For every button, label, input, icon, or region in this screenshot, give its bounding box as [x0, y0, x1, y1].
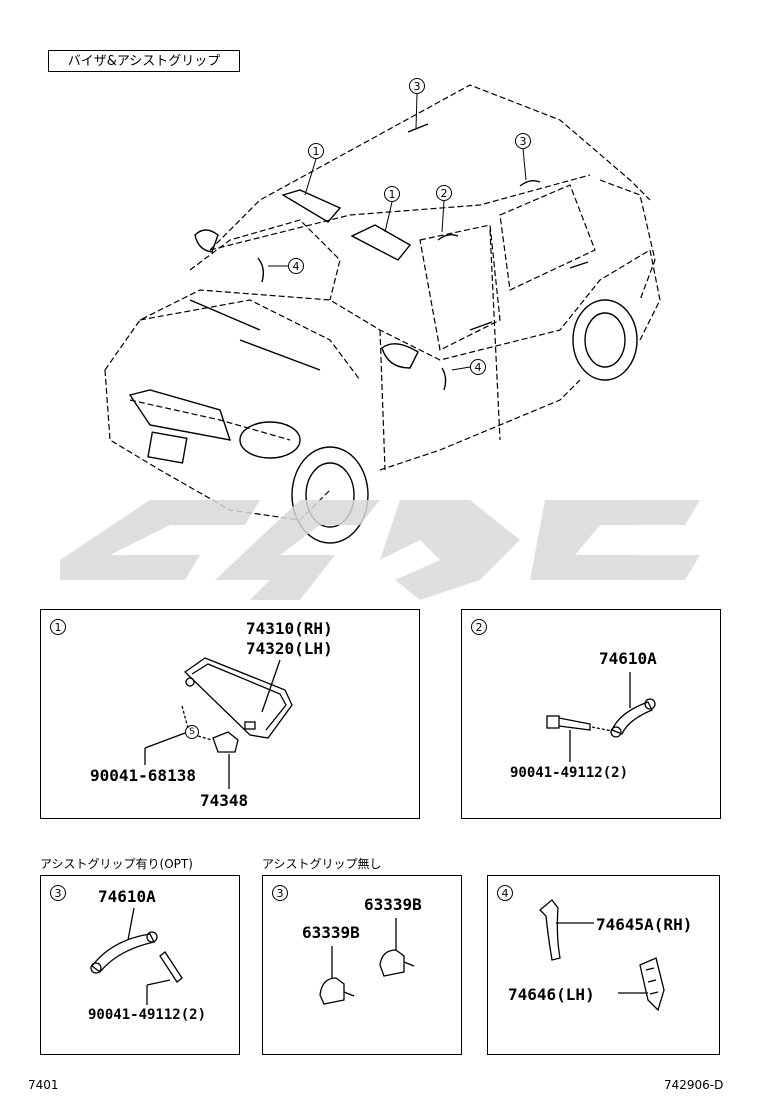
panel-assist-grip [461, 609, 721, 819]
panel-4-index: 4 [497, 885, 513, 901]
callout-4-pillar-lh: 4 [470, 359, 486, 375]
part-74320-lh: 74320(LH) [246, 639, 333, 658]
panel-without-assist-grip [262, 875, 462, 1055]
part-74610a-opt: 74610A [98, 887, 156, 906]
panel-3b-index: 3 [272, 885, 288, 901]
callout-2-front-grip: 2 [436, 185, 452, 201]
part-74348: 74348 [200, 791, 249, 810]
part-74310-rh: 74310(RH) [246, 619, 333, 638]
part-90041-49112: 90041-49112(2) [510, 765, 629, 781]
part-74646-lh: 74646(LH) [508, 985, 595, 1004]
part-63339b-lower: 63339B [302, 923, 360, 942]
panel-sun-visor [40, 609, 420, 819]
part-74610a: 74610A [599, 649, 657, 668]
panel-1-index: 1 [50, 619, 66, 635]
part-63339b-upper: 63339B [364, 895, 422, 914]
footer-drawing-number: 742906-D [664, 1078, 724, 1092]
panel-pillar-garnish [487, 875, 720, 1055]
footer-page-code: 7401 [28, 1078, 59, 1092]
panel-with-assist-grip [40, 875, 240, 1055]
caption-with-assist-grip: アシストグリップ有り(OPT) [40, 857, 193, 871]
caption-without-assist-grip: アシストグリップ無し [262, 857, 382, 871]
part-74645a-rh: 74645A(RH) [596, 915, 693, 934]
callout-4-pillar-rh: 4 [288, 258, 304, 274]
panel-2-index: 2 [471, 619, 487, 635]
diagram-title: バイザ&アシストグリップ [48, 50, 240, 72]
screw-mark: S [185, 725, 199, 739]
callout-1-visor-rh: 1 [308, 143, 324, 159]
callout-3-rear-grip: 3 [409, 78, 425, 94]
part-90041-49112-opt: 90041-49112(2) [88, 1007, 207, 1023]
part-90041-68138: 90041-68138 [90, 766, 196, 785]
callout-1-visor-lh: 1 [384, 186, 400, 202]
panel-3a-index: 3 [50, 885, 66, 901]
callout-3-side-grip: 3 [515, 133, 531, 149]
